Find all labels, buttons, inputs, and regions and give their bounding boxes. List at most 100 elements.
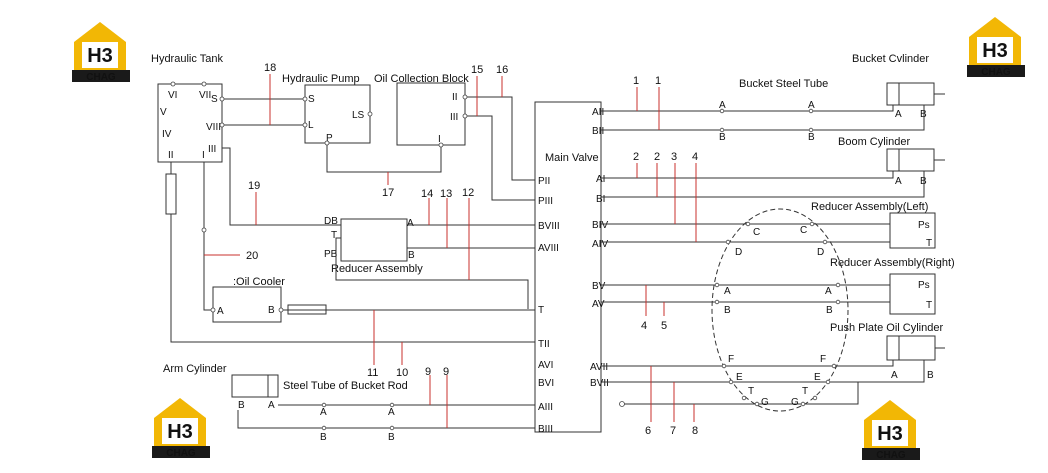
push-plate-cylinder: [886, 335, 936, 361]
reducer-port-db: DB: [324, 216, 338, 227]
bucket-cyl-port-a: A: [895, 109, 902, 120]
valve-port-aiii: AIII: [538, 402, 553, 413]
logo-small-text: CHAG: [86, 72, 116, 83]
callout-number: 10: [396, 367, 408, 379]
tube-letter: B: [388, 432, 395, 443]
tank-filter: [165, 173, 177, 215]
tube-letter: B: [719, 132, 726, 143]
logo-big-text: H3: [982, 40, 1008, 62]
hydraulic-tank-label: Hydraulic Tank: [151, 53, 223, 65]
logo-big-text: H3: [87, 45, 113, 67]
pipes: [170, 81, 925, 429]
pump-port-s: S: [308, 94, 315, 105]
tube-letter: E: [814, 372, 821, 383]
callout-number: 17: [382, 187, 394, 199]
callout-number: 16: [496, 64, 508, 76]
oil-collection-block-label: Oil Collection Block: [374, 73, 469, 85]
main-valve-label: Main Valve: [545, 152, 599, 164]
callout-number: 18: [264, 62, 276, 74]
callout-number: 8: [692, 425, 698, 437]
tube-letter: C: [800, 225, 807, 236]
boom-cylinder: [886, 148, 935, 172]
arm-cyl-port-a: A: [268, 400, 275, 411]
logo-big-text: H3: [167, 421, 193, 443]
tube-letter: B: [320, 432, 327, 443]
callout-number: 5: [661, 320, 667, 332]
valve-port-bv: BV: [592, 281, 606, 292]
tube-letter: T: [802, 386, 808, 397]
tube-letter: A: [388, 407, 395, 418]
callout-number: 14: [421, 188, 433, 200]
reducer-right-port-t: T: [926, 300, 932, 311]
valve-port-aviii: AVIII: [538, 243, 559, 254]
tank-port-s: S: [211, 94, 218, 105]
callout-number: 1: [655, 75, 661, 87]
tube-letter: A: [825, 286, 832, 297]
logo-small-text: CHAG: [981, 67, 1011, 78]
valve-port-avii: AVII: [590, 362, 608, 373]
callout-number: 9: [443, 366, 449, 378]
tube-letter: A: [808, 100, 815, 111]
tube-letter: T: [748, 386, 754, 397]
valve-port-biv: BIV: [592, 220, 608, 231]
arm-cyl-port-b: B: [238, 400, 245, 411]
callout-number: 6: [645, 425, 651, 437]
reducer-right-port-ps: Ps: [918, 280, 930, 291]
valve-port-bi: BI: [596, 194, 605, 205]
arm-cylinder: [231, 374, 279, 398]
tube-letter: G: [761, 397, 769, 408]
callout-number: 9: [425, 366, 431, 378]
hydraulic-pump: [304, 84, 371, 144]
reducer-right-label: Reducer Assembly(Right): [830, 257, 955, 269]
callout-number: 2: [633, 151, 639, 163]
highlight-ellipse: [711, 208, 849, 412]
logo-big-text: H3: [877, 423, 903, 445]
valve-port-aii: AII: [592, 107, 604, 118]
valve-port-pii: PII: [538, 176, 550, 187]
reducer-port-a: A: [407, 218, 414, 229]
tube-letter: B: [724, 305, 731, 316]
block-port-iii: III: [450, 112, 458, 123]
valve-port-t: T: [538, 305, 544, 316]
cooler-port-b: B: [268, 305, 275, 316]
pump-port-ls: LS: [352, 110, 365, 121]
push-cyl-port-b: B: [927, 370, 934, 381]
valve-port-bvii: BVII: [590, 378, 609, 389]
arm-cylinder-label: Arm Cylinder: [163, 363, 227, 375]
callout-number: 7: [670, 425, 676, 437]
oil-cooler: [212, 286, 282, 323]
tube-letter: A: [320, 407, 327, 418]
callout-lines: [204, 74, 697, 428]
callout-number: 13: [440, 188, 452, 200]
valve-port-tii: TII: [538, 339, 550, 350]
tube-letter: E: [736, 372, 743, 383]
brand-logo-top-left: H3 CHAG: [72, 22, 130, 83]
bucket-cylinder: [886, 82, 935, 106]
reducer-assembly-label: Reducer Assembly: [331, 263, 423, 275]
callout-number: 3: [671, 151, 677, 163]
tank-port-iv: IV: [162, 129, 172, 140]
block-port-ii: II: [452, 92, 458, 103]
brand-logo-bottom-left: H3 CHAG: [152, 398, 210, 459]
tank-port-vii: VII: [199, 90, 211, 101]
tube-letter: D: [735, 247, 742, 258]
reducer-left-port-t: T: [926, 238, 932, 249]
callout-number: 15: [471, 64, 483, 76]
valve-port-piii: PIII: [538, 196, 553, 207]
tank-port-iii: III: [208, 144, 216, 155]
boom-cylinder-label: Boom Cylinder: [838, 136, 910, 148]
pump-port-p: P: [326, 133, 333, 144]
tank-port-ii: II: [168, 150, 174, 161]
reducer-port-t: T: [331, 230, 337, 241]
reducer-left: [889, 212, 936, 249]
tube-letter: B: [826, 305, 833, 316]
valve-port-aiv: AIV: [592, 239, 608, 250]
bucket-steel-tube-label: Bucket Steel Tube: [739, 78, 828, 90]
valve-port-bviii: BVIII: [538, 221, 560, 232]
callout-number: 1: [633, 75, 639, 87]
reducer-assembly: [340, 218, 408, 262]
callout-number: 4: [641, 320, 647, 332]
tube-letter: A: [719, 100, 726, 111]
tube-letters: A A B B C C D D A A B B F F E E T T G: [320, 100, 841, 443]
